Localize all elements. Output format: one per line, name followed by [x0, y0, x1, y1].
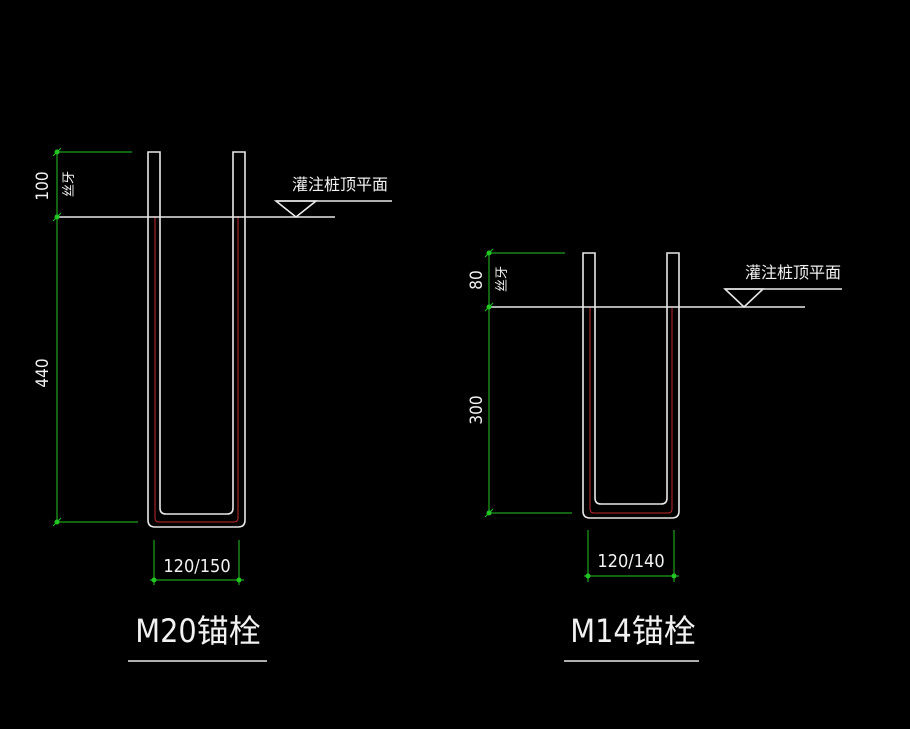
- level-triangle-icon: [273, 200, 319, 219]
- width-dim-value: 120/150: [163, 556, 230, 577]
- u-bolt-outline: [582, 252, 680, 519]
- width-tick-right: [236, 577, 242, 583]
- dim-slashes: [484, 248, 494, 518]
- thread-label: 丝牙: [495, 266, 510, 292]
- embed-dim-value: 440: [33, 358, 53, 387]
- level-label: 灌注桩顶平面: [745, 263, 841, 282]
- width-tick-left: [585, 573, 591, 579]
- anchor-detail-m14: 灌注桩顶平面 80 丝牙 300 120/140 M14锚栓: [467, 248, 842, 662]
- width-dim-value: 120/140: [597, 551, 664, 572]
- rebar-centerline: [154, 216, 239, 523]
- width-tick-right: [671, 573, 677, 579]
- rebar-centerline: [589, 307, 673, 514]
- embed-dim-value: 300: [467, 395, 487, 424]
- anchor-title: M14锚栓: [570, 612, 695, 650]
- dim-slashes: [52, 147, 62, 527]
- u-bolt-outline: [147, 151, 246, 528]
- width-tick-left: [151, 577, 157, 583]
- level-label: 灌注桩顶平面: [292, 175, 388, 194]
- thread-label: 丝牙: [62, 171, 77, 197]
- thread-dim-value: 80: [467, 270, 487, 289]
- thread-dim-value: 100: [33, 171, 53, 200]
- anchor-detail-m20: 灌注桩顶平面 100 丝牙 440 120/150 M20锚栓: [33, 147, 392, 662]
- level-triangle-icon: [722, 288, 766, 309]
- anchor-title: M20锚栓: [135, 612, 260, 650]
